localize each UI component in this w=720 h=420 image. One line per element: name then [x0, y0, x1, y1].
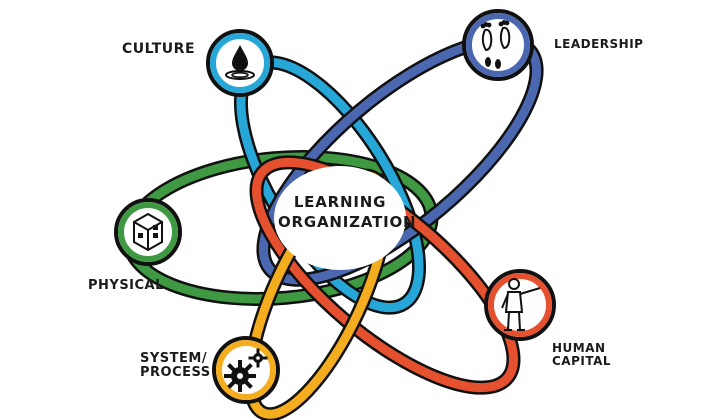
- center-title-line2: ORGANIZATION: [278, 213, 417, 232]
- human-capital-label-line1: HUMAN: [552, 341, 606, 355]
- human-capital-node: [484, 269, 556, 341]
- center-disc: [274, 166, 406, 270]
- culture-label: CULTURE: [122, 41, 196, 57]
- leadership-label: LEADERSHIP: [554, 37, 644, 51]
- human-capital-orbit: [249, 155, 521, 395]
- culture-node: [206, 29, 274, 97]
- presenter-icon: [501, 278, 541, 331]
- human-capital-label-line2: CAPITAL: [552, 353, 612, 368]
- physical-label: PHYSICAL: [88, 278, 164, 293]
- human-capital-label: HUMAN CAPITAL: [552, 342, 611, 367]
- center-title: LEARNING ORGANIZATION: [278, 192, 417, 233]
- system-process-node: [212, 336, 280, 404]
- system-process-label: SYSTEM/ PROCESS: [140, 352, 211, 379]
- system-process-label-line1: SYSTEM/: [140, 351, 208, 366]
- gears-icon: [224, 348, 268, 392]
- system-process-label-line2: PROCESS: [140, 364, 211, 380]
- physical-node: [114, 198, 182, 266]
- leadership-node: [462, 9, 534, 81]
- building-blocks-icon: [133, 212, 163, 252]
- footprints-icon: [480, 20, 511, 69]
- water-drop-icon: [225, 45, 255, 80]
- center-title-line1: LEARNING: [293, 193, 387, 211]
